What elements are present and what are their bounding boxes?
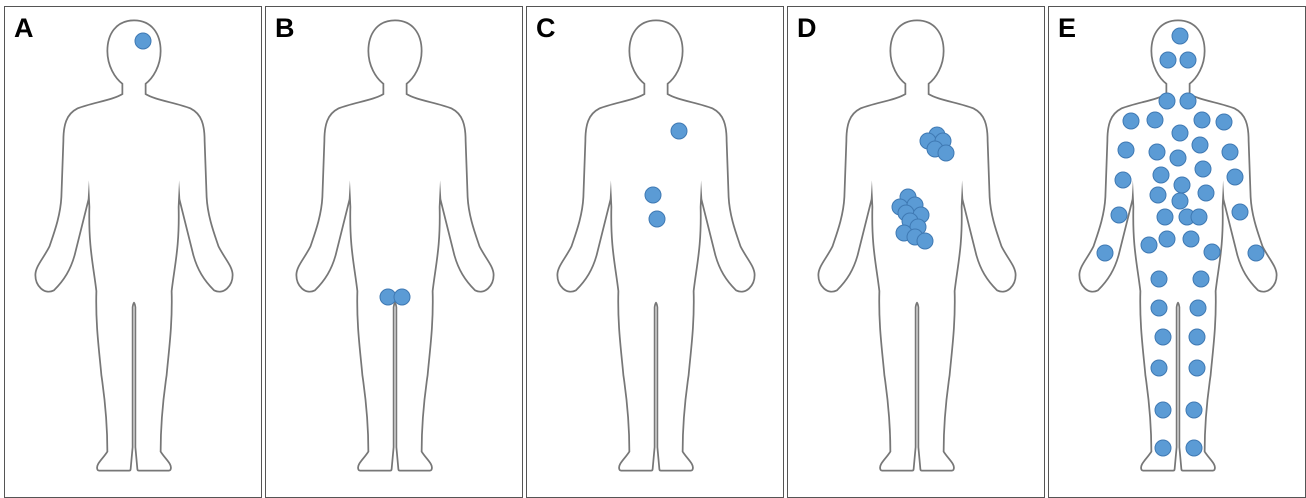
lesion-dot-icon [1180, 93, 1196, 109]
lesion-dot-icon [1147, 112, 1163, 128]
lesion-dot-icon [1123, 113, 1139, 129]
lesion-dot-icon [1189, 329, 1205, 345]
lesion-dot-icon [917, 233, 933, 249]
lesion-dot-icon [1149, 144, 1165, 160]
lesion-dot-icon [1186, 440, 1202, 456]
panel-a: A [4, 6, 262, 498]
lesion-dot-icon [1157, 209, 1173, 225]
lesion-dot-icon [1155, 329, 1171, 345]
lesion-dot-icon [1232, 204, 1248, 220]
human-body-outline-icon [1049, 7, 1306, 498]
lesion-dot-icon [1198, 185, 1214, 201]
lesion-dot-icon [1194, 112, 1210, 128]
lesion-dot-icon [1097, 245, 1113, 261]
lesion-dot-icon [1191, 209, 1207, 225]
body-fill [37, 22, 231, 469]
lesion-dot-icon [1172, 193, 1188, 209]
panel-e: E [1048, 6, 1306, 498]
lesion-dot-icon [1183, 231, 1199, 247]
body-fill [1081, 22, 1275, 469]
lesion-dot-icon [1193, 271, 1209, 287]
lesion-dot-icon [1155, 402, 1171, 418]
lesion-dot-icon [1172, 28, 1188, 44]
lesion-dot-icon [1227, 169, 1243, 185]
lesion-dot-icon [1192, 137, 1208, 153]
lesion-dot-icon [1153, 167, 1169, 183]
panel-c: C [526, 6, 784, 498]
lesion-dot-icon [1141, 237, 1157, 253]
lesion-dot-icon [1172, 125, 1188, 141]
lesion-dot-icon [1150, 187, 1166, 203]
lesion-dot-icon [1216, 114, 1232, 130]
lesion-dot-icon [1170, 150, 1186, 166]
body-fill [298, 22, 492, 469]
body-fill [559, 22, 753, 469]
lesion-dot-icon [1190, 300, 1206, 316]
lesion-dot-icon [1186, 402, 1202, 418]
lesion-dot-icon [1195, 161, 1211, 177]
lesion-dot-icon [1174, 177, 1190, 193]
panel-d: D [787, 6, 1045, 498]
lesion-dot-icon [1151, 360, 1167, 376]
lesion-dot-icon [1111, 207, 1127, 223]
lesion-dot-icon [394, 289, 410, 305]
lesion-dot-icon [1204, 244, 1220, 260]
lesion-dot-icon [649, 211, 665, 227]
lesion-dot-icon [1151, 271, 1167, 287]
lesion-dot-icon [1189, 360, 1205, 376]
lesion-dot-icon [1115, 172, 1131, 188]
lesion-dot-icon [1159, 231, 1175, 247]
lesion-dot-icon [671, 123, 687, 139]
body-fill [820, 22, 1014, 469]
lesion-dot-icon [1248, 245, 1264, 261]
lesion-dot-icon [135, 33, 151, 49]
human-body-outline-icon [527, 7, 784, 498]
lesion-dot-icon [1180, 52, 1196, 68]
human-body-outline-icon [5, 7, 262, 498]
lesion-dot-icon [645, 187, 661, 203]
lesion-dot-icon [1155, 440, 1171, 456]
human-body-outline-icon [788, 7, 1045, 498]
lesion-dot-icon [1222, 144, 1238, 160]
lesion-dot-icon [1151, 300, 1167, 316]
lesion-dot-icon [938, 145, 954, 161]
lesion-dot-icon [1160, 52, 1176, 68]
lesion-dot-icon [1118, 142, 1134, 158]
human-body-outline-icon [266, 7, 523, 498]
panel-b: B [265, 6, 523, 498]
lesion-dot-icon [1159, 93, 1175, 109]
